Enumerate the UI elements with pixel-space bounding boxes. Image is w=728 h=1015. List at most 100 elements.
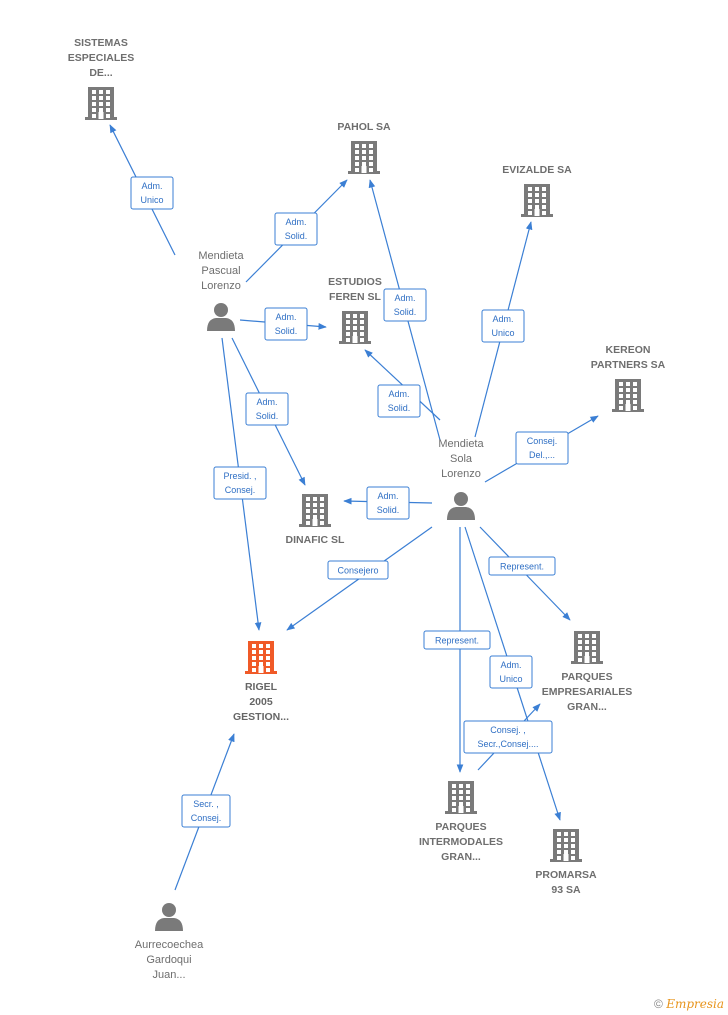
node-label: 2005 <box>249 696 273 708</box>
relation-label-text: Adm. <box>256 397 277 407</box>
node-label: RIGEL <box>245 681 278 693</box>
node-label: Aurrecoechea <box>135 939 204 951</box>
node-label: Lorenzo <box>441 468 481 480</box>
node-label: PARQUES <box>435 821 486 833</box>
node-label: ESPECIALES <box>68 52 135 64</box>
node-pahol[interactable]: PAHOL SA <box>337 121 391 174</box>
relation-label-text: Secr. , <box>193 799 219 809</box>
relation-label[interactable]: Presid. , Consej. <box>213 466 267 500</box>
node-dinafic[interactable]: DINAFIC SL <box>286 494 346 546</box>
node-label: GESTION... <box>233 711 289 723</box>
relation-label-text: Consej. <box>191 813 222 823</box>
relation-label-text: Adm. <box>141 181 162 191</box>
relation-label-text: Solid. <box>256 411 279 421</box>
node-aurrecoechea[interactable]: AurrecoecheaGardoquiJuan... <box>135 903 204 981</box>
relation-label[interactable]: Represent. <box>488 556 556 576</box>
relation-label-text: Consej. <box>527 436 558 446</box>
building-icon <box>245 641 277 674</box>
node-label: Lorenzo <box>201 280 241 292</box>
relation-label-text: Del.,... <box>529 450 555 460</box>
node-estudios[interactable]: ESTUDIOS FEREN SL <box>328 276 382 344</box>
relation-label-text: Adm. <box>377 491 398 501</box>
node-label: PAHOL SA <box>337 121 391 133</box>
node-label: DINAFIC SL <box>286 534 346 546</box>
nodes-layer: SISTEMAS ESPECIALES DE... PAHOL SA EVIZALDE … <box>68 37 666 981</box>
brand-name: Empresia <box>666 997 724 1011</box>
node-label: PARQUES <box>561 671 612 683</box>
node-label: 93 SA <box>551 884 581 896</box>
person-icon <box>447 492 475 520</box>
relation-label-text: Unico <box>499 674 522 684</box>
relation-label-text: Unico <box>140 195 163 205</box>
node-rigel[interactable]: RIGEL 2005GESTION... <box>233 641 289 723</box>
node-label: FEREN SL <box>329 291 382 303</box>
relation-label[interactable]: Adm. Unico <box>130 176 174 210</box>
building-icon <box>348 141 380 174</box>
node-label: ESTUDIOS <box>328 276 382 288</box>
relation-label-text: Adm. <box>492 314 513 324</box>
relation-label-text: Presid. , <box>223 471 256 481</box>
relation-label-text: Adm. <box>394 293 415 303</box>
relation-label[interactable]: Secr. , Consej. <box>181 794 231 828</box>
node-parques-int[interactable]: PARQUES INTERMODALES GRAN... <box>419 781 503 863</box>
relation-label[interactable]: Adm. Solid. <box>245 392 289 426</box>
node-label: EVIZALDE SA <box>502 164 572 176</box>
relation-label-text: Adm. <box>500 660 521 670</box>
relation-label[interactable]: Consej. , Secr.,Consej.... <box>463 720 553 754</box>
node-label: Juan... <box>152 969 185 981</box>
node-promarsa[interactable]: PROMARSA 93 SA <box>535 829 597 896</box>
relation-label-text: Adm. <box>275 312 296 322</box>
node-label: Sola <box>450 453 473 465</box>
relation-label-text: Consej. <box>225 485 256 495</box>
relation-label-text: Consej. , <box>490 725 526 735</box>
relation-label-text: Solid. <box>275 326 298 336</box>
relation-label[interactable]: Consej. Del.,... <box>515 431 569 465</box>
node-label: PROMARSA <box>535 869 597 881</box>
footer-brand[interactable]: © Empresia <box>654 997 724 1011</box>
relation-label-text: Solid. <box>285 231 308 241</box>
relation-label-text: Represent. <box>435 636 479 646</box>
building-icon <box>339 311 371 344</box>
relation-label-text: Secr.,Consej.... <box>477 739 538 749</box>
relation-label[interactable]: Adm. Unico <box>489 655 533 689</box>
copyright-symbol: © <box>654 997 663 1011</box>
person-icon <box>207 303 235 331</box>
node-label: Gardoqui <box>146 954 191 966</box>
node-label: DE... <box>89 67 112 79</box>
relation-label-text: Consejero <box>337 566 378 576</box>
relation-label-text: Unico <box>491 328 514 338</box>
node-label: INTERMODALES <box>419 836 503 848</box>
relation-label[interactable]: Adm. Solid. <box>383 288 427 322</box>
building-icon <box>550 829 582 862</box>
node-evizalde[interactable]: EVIZALDE SA <box>502 164 572 217</box>
edges-layer <box>109 124 599 891</box>
relation-label[interactable]: Adm. Solid. <box>366 486 410 520</box>
person-icon <box>155 903 183 931</box>
relation-label-text: Solid. <box>394 307 417 317</box>
relation-label[interactable]: Adm. Solid. <box>264 307 308 341</box>
building-icon <box>521 184 553 217</box>
node-label: GRAN... <box>441 851 481 863</box>
node-label: SISTEMAS <box>74 37 128 49</box>
node-label: GRAN... <box>567 701 607 713</box>
relation-label-text: Represent. <box>500 562 544 572</box>
relation-label-text: Solid. <box>377 505 400 515</box>
node-label: Pascual <box>201 265 240 277</box>
node-label: EMPRESARIALES <box>542 686 632 698</box>
node-label: KEREON <box>606 344 651 356</box>
building-icon <box>299 494 331 527</box>
relation-label[interactable]: Consejero <box>327 560 389 580</box>
building-icon <box>612 379 644 412</box>
node-label: Mendieta <box>198 250 244 262</box>
node-parques-emp[interactable]: PARQUES EMPRESARIALES GRAN... <box>542 631 632 713</box>
node-sistemas[interactable]: SISTEMAS ESPECIALES DE... <box>68 37 135 120</box>
relation-label[interactable]: Adm. Unico <box>481 309 525 343</box>
relation-label[interactable]: Adm.Solid. <box>274 212 318 246</box>
node-label: Mendieta <box>438 438 484 450</box>
relation-label[interactable]: Represent. <box>423 630 491 650</box>
relation-label[interactable]: Adm.Solid. <box>377 384 421 418</box>
